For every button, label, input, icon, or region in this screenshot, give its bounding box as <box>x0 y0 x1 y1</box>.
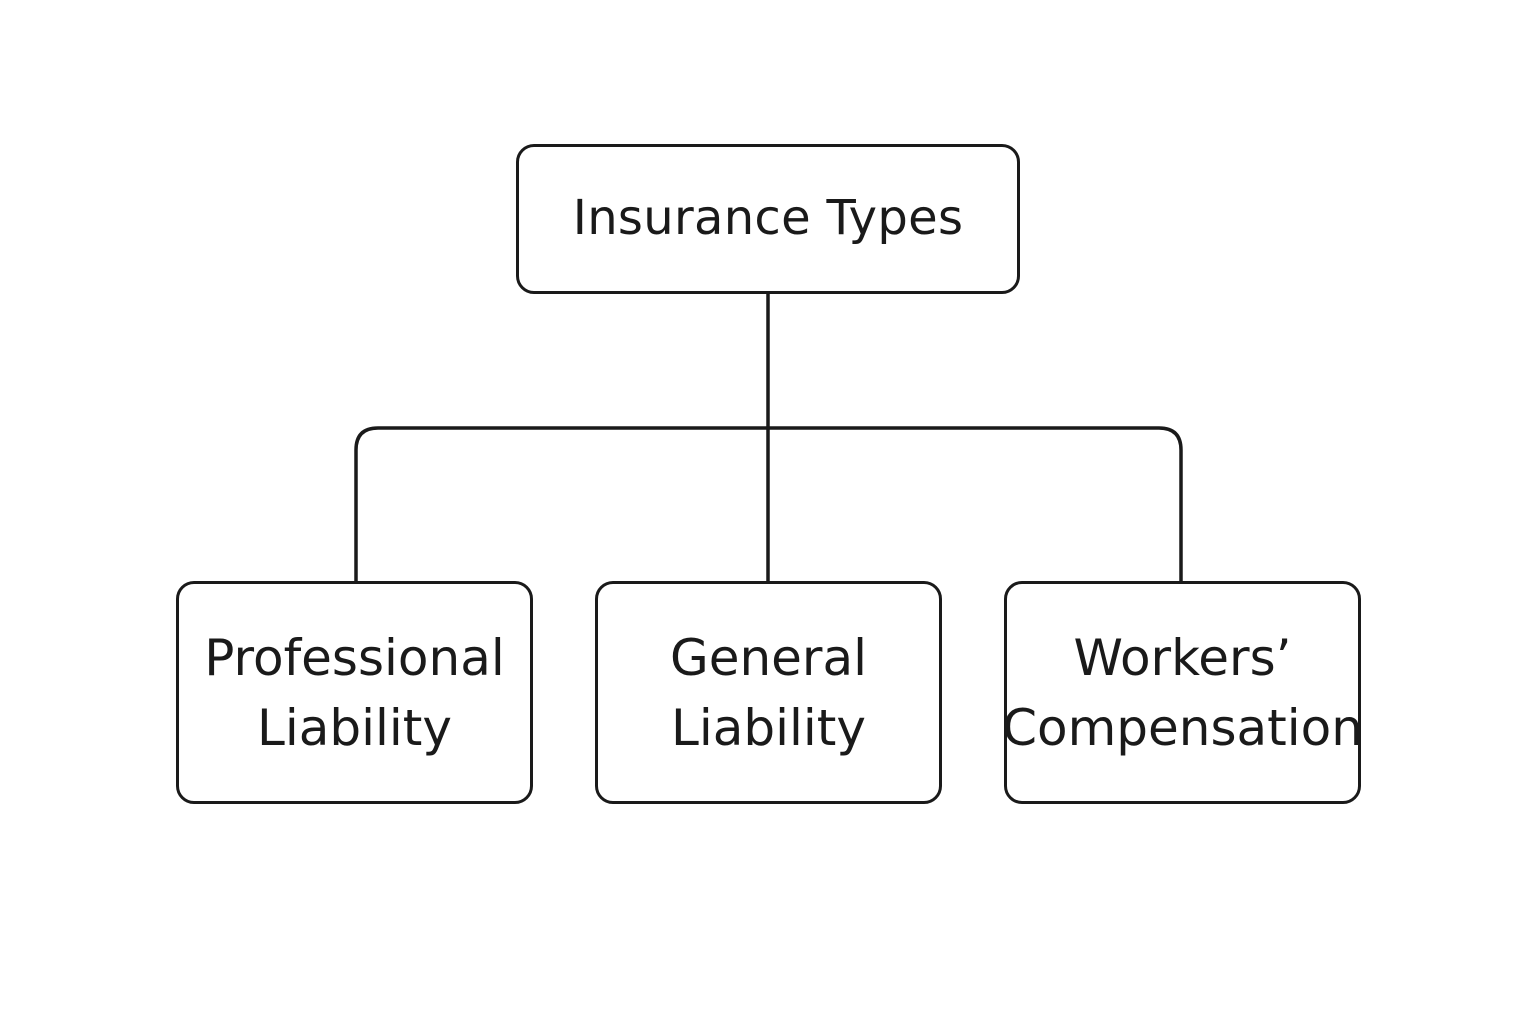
child-node-label-line-2: Liability <box>671 698 866 757</box>
child-node-professional-liability: Professional Liability <box>176 581 533 804</box>
branch-bar-line <box>354 426 1183 582</box>
child-node-label-line-2: Compensation <box>1002 698 1363 757</box>
child-node-workers-compensation: Workers’ Compensation <box>1002 581 1363 804</box>
root-node-label: Insurance Types <box>572 190 964 247</box>
root-node-insurance-types: Insurance Types <box>516 144 1020 294</box>
child-node-label-line-1: Workers’ <box>1073 628 1292 687</box>
child-node-general-liability: General Liability <box>595 581 942 804</box>
child-node-label-line-2: Liability <box>257 698 452 757</box>
child-node-label-line-1: General <box>669 628 868 687</box>
child-node-label-line-1: Professional <box>204 628 505 687</box>
